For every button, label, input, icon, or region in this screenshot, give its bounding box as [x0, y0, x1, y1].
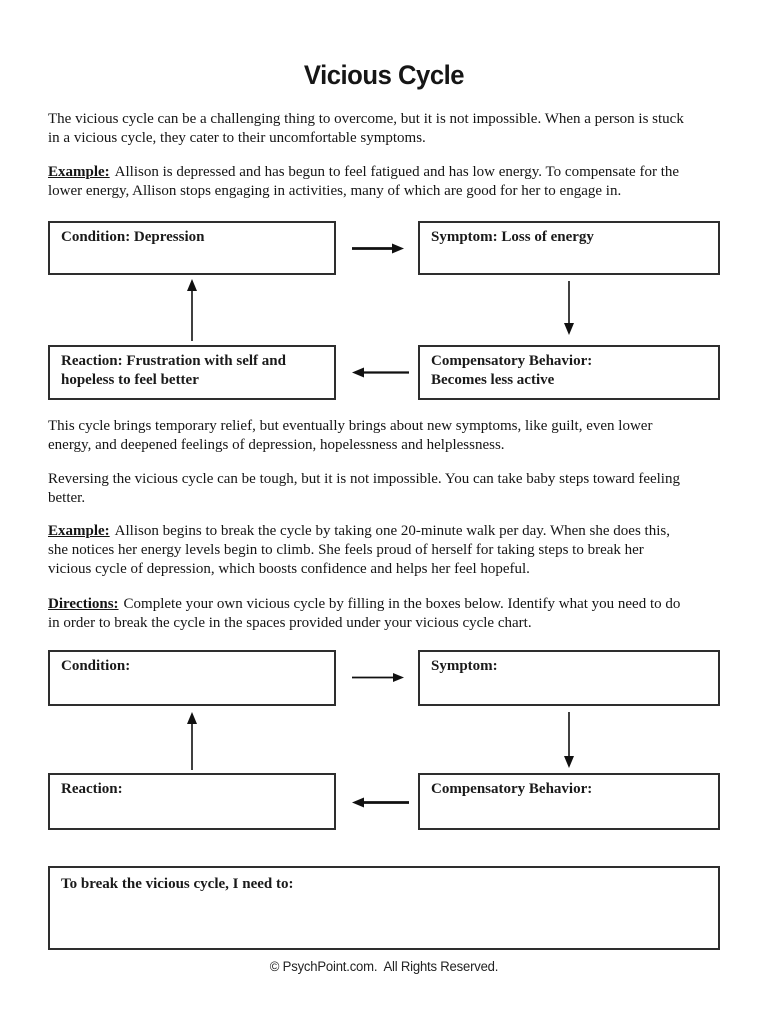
paragraph-line: energy, and deepened feelings of depress…: [48, 437, 505, 453]
arrow-right-icon: [352, 673, 404, 682]
symptom-input-box[interactable]: Symptom:: [418, 650, 720, 706]
directions-paragraph: Directions:Complete your own vicious cyc…: [48, 595, 728, 633]
box-label: Reaction:: [61, 781, 123, 797]
reaction-input-box[interactable]: Reaction:: [48, 773, 336, 830]
paragraph-text: Allison begins to break the cycle by tak…: [114, 523, 670, 539]
relief-paragraph: This cycle brings temporary relief, but …: [48, 417, 728, 455]
paragraph-line: better.: [48, 490, 86, 506]
paragraph-line: Directions:Complete your own vicious cyc…: [48, 595, 728, 614]
page-title: Vicious Cycle: [303, 60, 465, 90]
arrow-up-icon: [187, 712, 197, 770]
condition-input-box[interactable]: Condition:: [48, 650, 336, 706]
copyright-footer: © PsychPoint.com. All Rights Reserved.: [269, 959, 499, 974]
paragraph-line: she notices her energy levels begin to c…: [48, 542, 644, 558]
box-label: hopeless to feel better: [61, 372, 199, 388]
directions-label: Directions:: [48, 596, 119, 612]
arrow-up-icon: [187, 279, 197, 341]
example-symptom-box: Symptom: Loss of energy: [418, 221, 720, 275]
example-compensatory-box: Compensatory Behavior: Becomes less acti…: [418, 345, 720, 400]
box-label: Symptom:: [431, 658, 498, 674]
compensatory-input-box[interactable]: Compensatory Behavior:: [418, 773, 720, 830]
reversing-paragraph: Reversing the vicious cycle can be tough…: [48, 470, 728, 508]
example-cycle-diagram: Condition: Depression Symptom: Loss of e…: [0, 221, 768, 401]
paragraph-line: Example:Allison begins to break the cycl…: [48, 522, 728, 541]
paragraph-line: Reversing the vicious cycle can be tough…: [48, 471, 680, 487]
arrow-left-icon: [352, 797, 409, 808]
box-label: Compensatory Behavior:: [431, 353, 593, 369]
paragraph-line: This cycle brings temporary relief, but …: [48, 418, 653, 434]
example2-paragraph: Example:Allison begins to break the cycl…: [48, 522, 728, 579]
box-label: Condition:: [61, 658, 131, 674]
paragraph-line: vicious cycle of depression, which boost…: [48, 561, 530, 577]
paragraph-line: in order to break the cycle in the space…: [48, 615, 532, 631]
intro-paragraph: The vicious cycle can be a challenging t…: [48, 110, 728, 148]
blank-cycle-diagram: Condition: Symptom: Compensatory Behavio…: [0, 650, 768, 830]
example-label: Example:: [48, 164, 110, 180]
arrow-down-icon: [564, 281, 574, 335]
paragraph-line: lower energy, Allison stops engaging in …: [48, 183, 622, 199]
arrow-right-icon: [352, 243, 404, 254]
example-label: Example:: [48, 523, 110, 539]
box-label: Symptom: Loss of energy: [431, 229, 594, 245]
example-condition-box: Condition: Depression: [48, 221, 336, 275]
example-reaction-box: Reaction: Frustration with self and hope…: [48, 345, 336, 400]
paragraph-text: Allison is depressed and has begun to fe…: [114, 164, 680, 180]
box-label: Becomes less active: [431, 372, 555, 388]
box-label: Condition: Depression: [61, 229, 205, 245]
box-label: Compensatory Behavior:: [431, 781, 593, 797]
box-label: Reaction: Frustration with self and: [61, 353, 286, 369]
example1-paragraph: Example:Allison is depressed and has beg…: [48, 163, 728, 201]
paragraph-text: Complete your own vicious cycle by filli…: [123, 596, 681, 612]
paragraph-line: in a vicious cycle, they cater to their …: [48, 130, 426, 146]
arrow-left-icon: [352, 367, 409, 378]
break-box-label: To break the vicious cycle, I need to:: [61, 876, 294, 892]
break-cycle-input-box[interactable]: To break the vicious cycle, I need to:: [48, 866, 720, 950]
paragraph-line: The vicious cycle can be a challenging t…: [48, 111, 684, 127]
paragraph-line: Example:Allison is depressed and has beg…: [48, 163, 728, 182]
arrow-down-icon: [564, 712, 574, 768]
